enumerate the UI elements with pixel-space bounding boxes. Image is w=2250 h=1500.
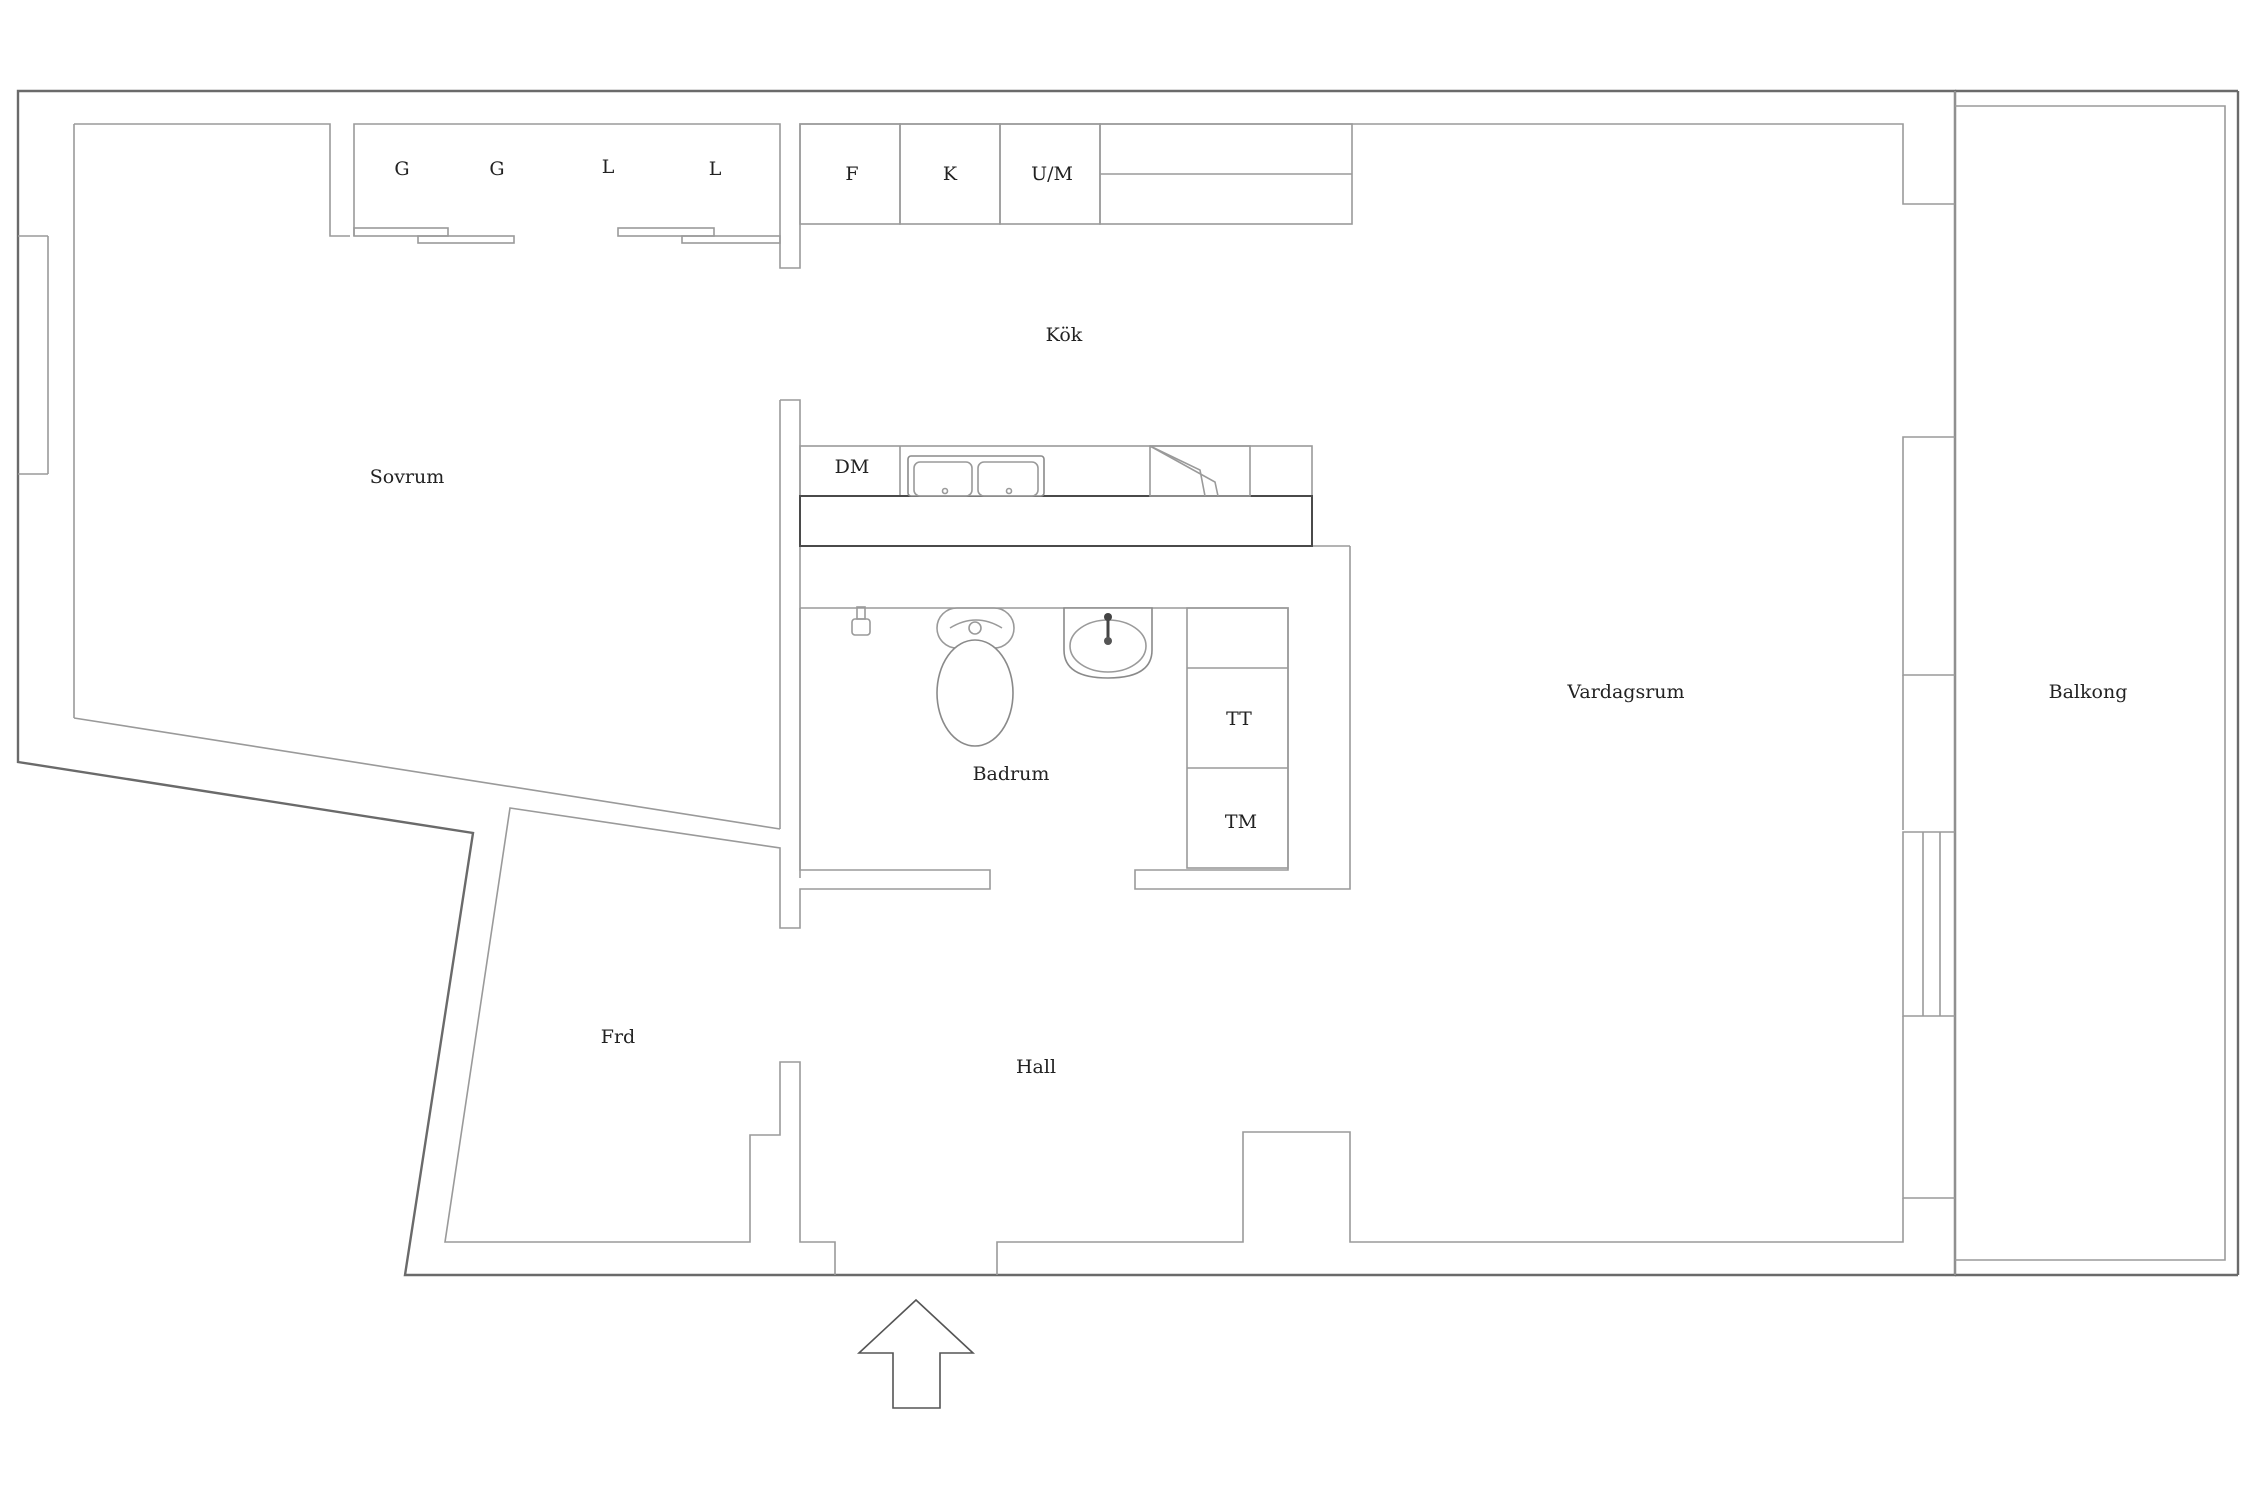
kitchen-upper-cabinets [799,123,1353,225]
fixture-labels: G G L L F K U/M DM TT TM [394,156,1257,833]
room-label-kok: Kök [1046,324,1083,346]
freezer-label: K [943,163,958,185]
shower-icon [851,606,871,636]
dryer-label: TT [1226,708,1252,730]
wardrobe-doors [353,227,781,244]
fridge-label: F [845,163,858,185]
outer-walls [16,89,2240,1277]
room-label-frd: Frd [601,1026,635,1048]
wardrobe-label-2: G [489,158,504,180]
cooktop [1149,445,1251,497]
entrance-arrow-icon [856,1298,976,1409]
kitchen-sink [907,455,1045,497]
wardrobe-label-1: G [394,158,409,180]
dishwasher-label: DM [835,456,870,478]
room-labels: Sovrum Kök Vardagsrum Balkong Badrum Frd… [370,324,2128,1078]
wardrobe-label-4: L [709,158,722,180]
room-label-vardagsrum: Vardagsrum [1566,681,1684,703]
room-label-hall: Hall [1016,1056,1056,1078]
wardrobe-label-3: L [602,156,615,178]
room-label-badrum: Badrum [973,763,1050,785]
kitchen-island [799,445,1313,547]
bathroom-fixtures [851,606,1289,869]
washer-label: TM [1225,811,1257,833]
washbasin-icon [1063,607,1153,679]
oven-micro-label: U/M [1031,163,1073,185]
room-label-sovrum: Sovrum [370,466,445,488]
inner-walls [18,91,2226,1275]
room-label-balkong: Balkong [2049,681,2128,703]
toilet-icon [936,607,1015,747]
